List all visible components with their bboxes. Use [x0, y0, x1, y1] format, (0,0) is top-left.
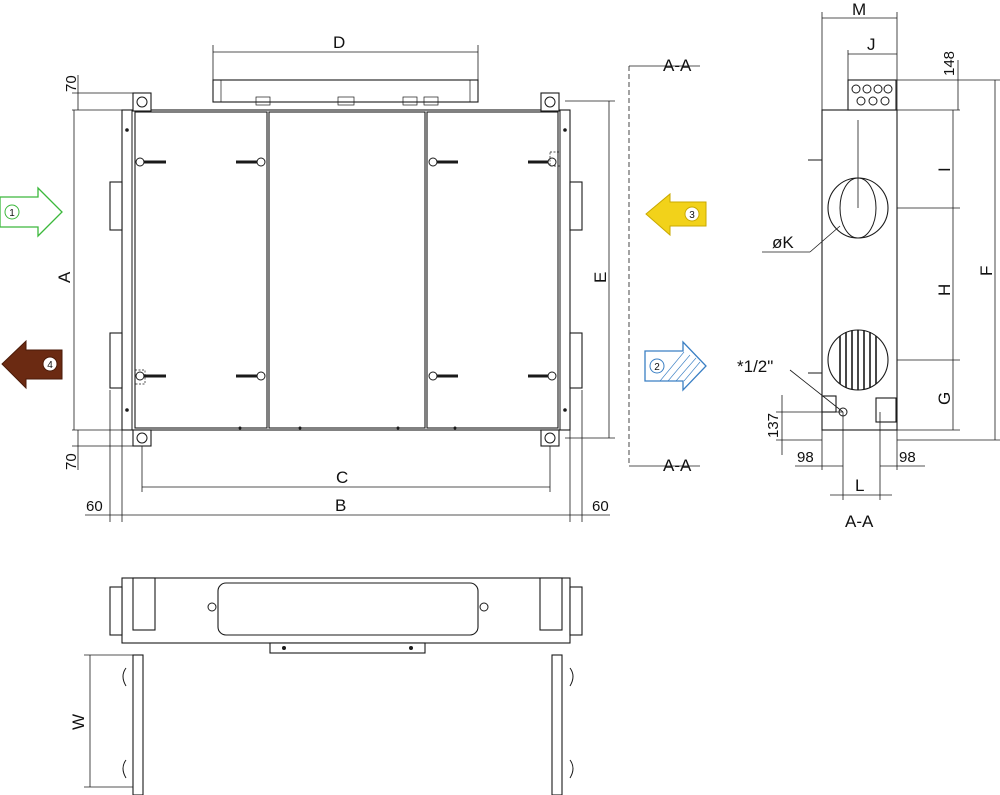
- dim-60-right: 60: [592, 498, 609, 515]
- section-label-bottom: A-A: [663, 456, 692, 475]
- label-d: D: [333, 33, 345, 52]
- label-m: M: [852, 0, 866, 19]
- svg-text:2: 2: [654, 362, 660, 373]
- label-c: C: [336, 468, 348, 487]
- label-l: L: [855, 476, 864, 495]
- label-i: I: [935, 167, 954, 172]
- label-k: øK: [772, 233, 794, 252]
- front-view: [109, 79, 583, 447]
- dim-148: 148: [941, 51, 958, 76]
- label-f: F: [977, 266, 996, 276]
- dim-70-top: 70: [63, 75, 80, 92]
- label-j: J: [867, 35, 876, 54]
- arrow-2: 2: [644, 340, 707, 392]
- label-h: H: [935, 284, 954, 296]
- label-e: E: [591, 272, 610, 283]
- arrow-1: 1: [0, 186, 63, 238]
- dim-70-bottom: 70: [63, 453, 80, 470]
- dim-98-left: 98: [797, 449, 814, 466]
- side-dimensions: [762, 12, 1000, 500]
- label-g: G: [935, 392, 954, 405]
- label-w: W: [69, 714, 88, 730]
- label-pipe: *1/2": [737, 357, 773, 376]
- section-label-top: A-A: [663, 56, 692, 75]
- svg-text:4: 4: [47, 360, 53, 371]
- svg-text:3: 3: [689, 210, 695, 221]
- section-label-side: A-A: [845, 512, 874, 531]
- front-dimensions: [72, 45, 700, 522]
- dim-60-left: 60: [86, 498, 103, 515]
- svg-text:1: 1: [9, 208, 15, 219]
- dim-98-right: 98: [899, 449, 916, 466]
- dim-137: 137: [765, 413, 782, 438]
- side-view: [808, 79, 898, 431]
- arrow-3: 3: [645, 192, 707, 237]
- top-view: [84, 577, 583, 795]
- label-b: B: [335, 496, 346, 515]
- arrow-4: 4: [1, 339, 63, 390]
- label-a: A: [55, 271, 74, 283]
